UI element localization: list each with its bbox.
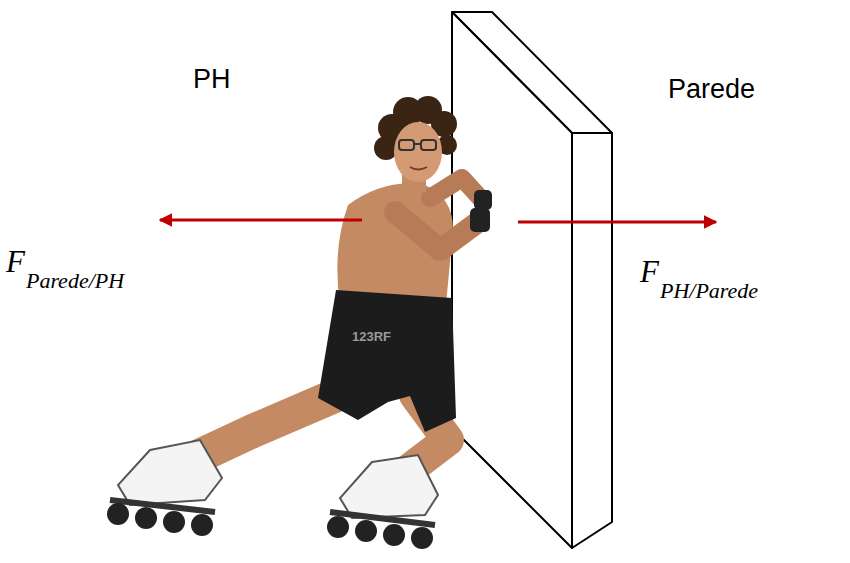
watermark: 123RF <box>352 330 391 343</box>
wheel <box>107 503 129 525</box>
glove <box>470 208 490 232</box>
force-subscript: Parede/PH <box>26 270 124 292</box>
wheel <box>163 511 185 533</box>
boot <box>340 455 438 518</box>
body-label: Parede <box>668 76 755 103</box>
mouth <box>410 167 427 170</box>
face <box>394 122 442 182</box>
back-skate <box>107 440 222 536</box>
wheel <box>383 524 405 546</box>
force-arrow <box>160 219 362 222</box>
wall-front <box>452 12 572 548</box>
front-skate <box>327 455 438 549</box>
glasses <box>399 140 436 150</box>
force-arrow <box>518 221 716 224</box>
glove <box>474 190 492 210</box>
force-symbol: F <box>640 256 659 287</box>
wheel <box>411 527 433 549</box>
person <box>107 96 492 549</box>
force-symbol: F <box>6 246 25 277</box>
boot <box>118 440 222 505</box>
wheel <box>135 507 157 529</box>
arm <box>395 212 478 250</box>
body-label: PH <box>193 66 231 93</box>
shorts <box>318 290 456 432</box>
wall-side <box>572 133 612 548</box>
force-subscript: PH/Parede <box>660 280 758 302</box>
wheel <box>355 520 377 542</box>
wheel <box>191 514 213 536</box>
wheel <box>327 516 349 538</box>
wall <box>452 12 612 548</box>
